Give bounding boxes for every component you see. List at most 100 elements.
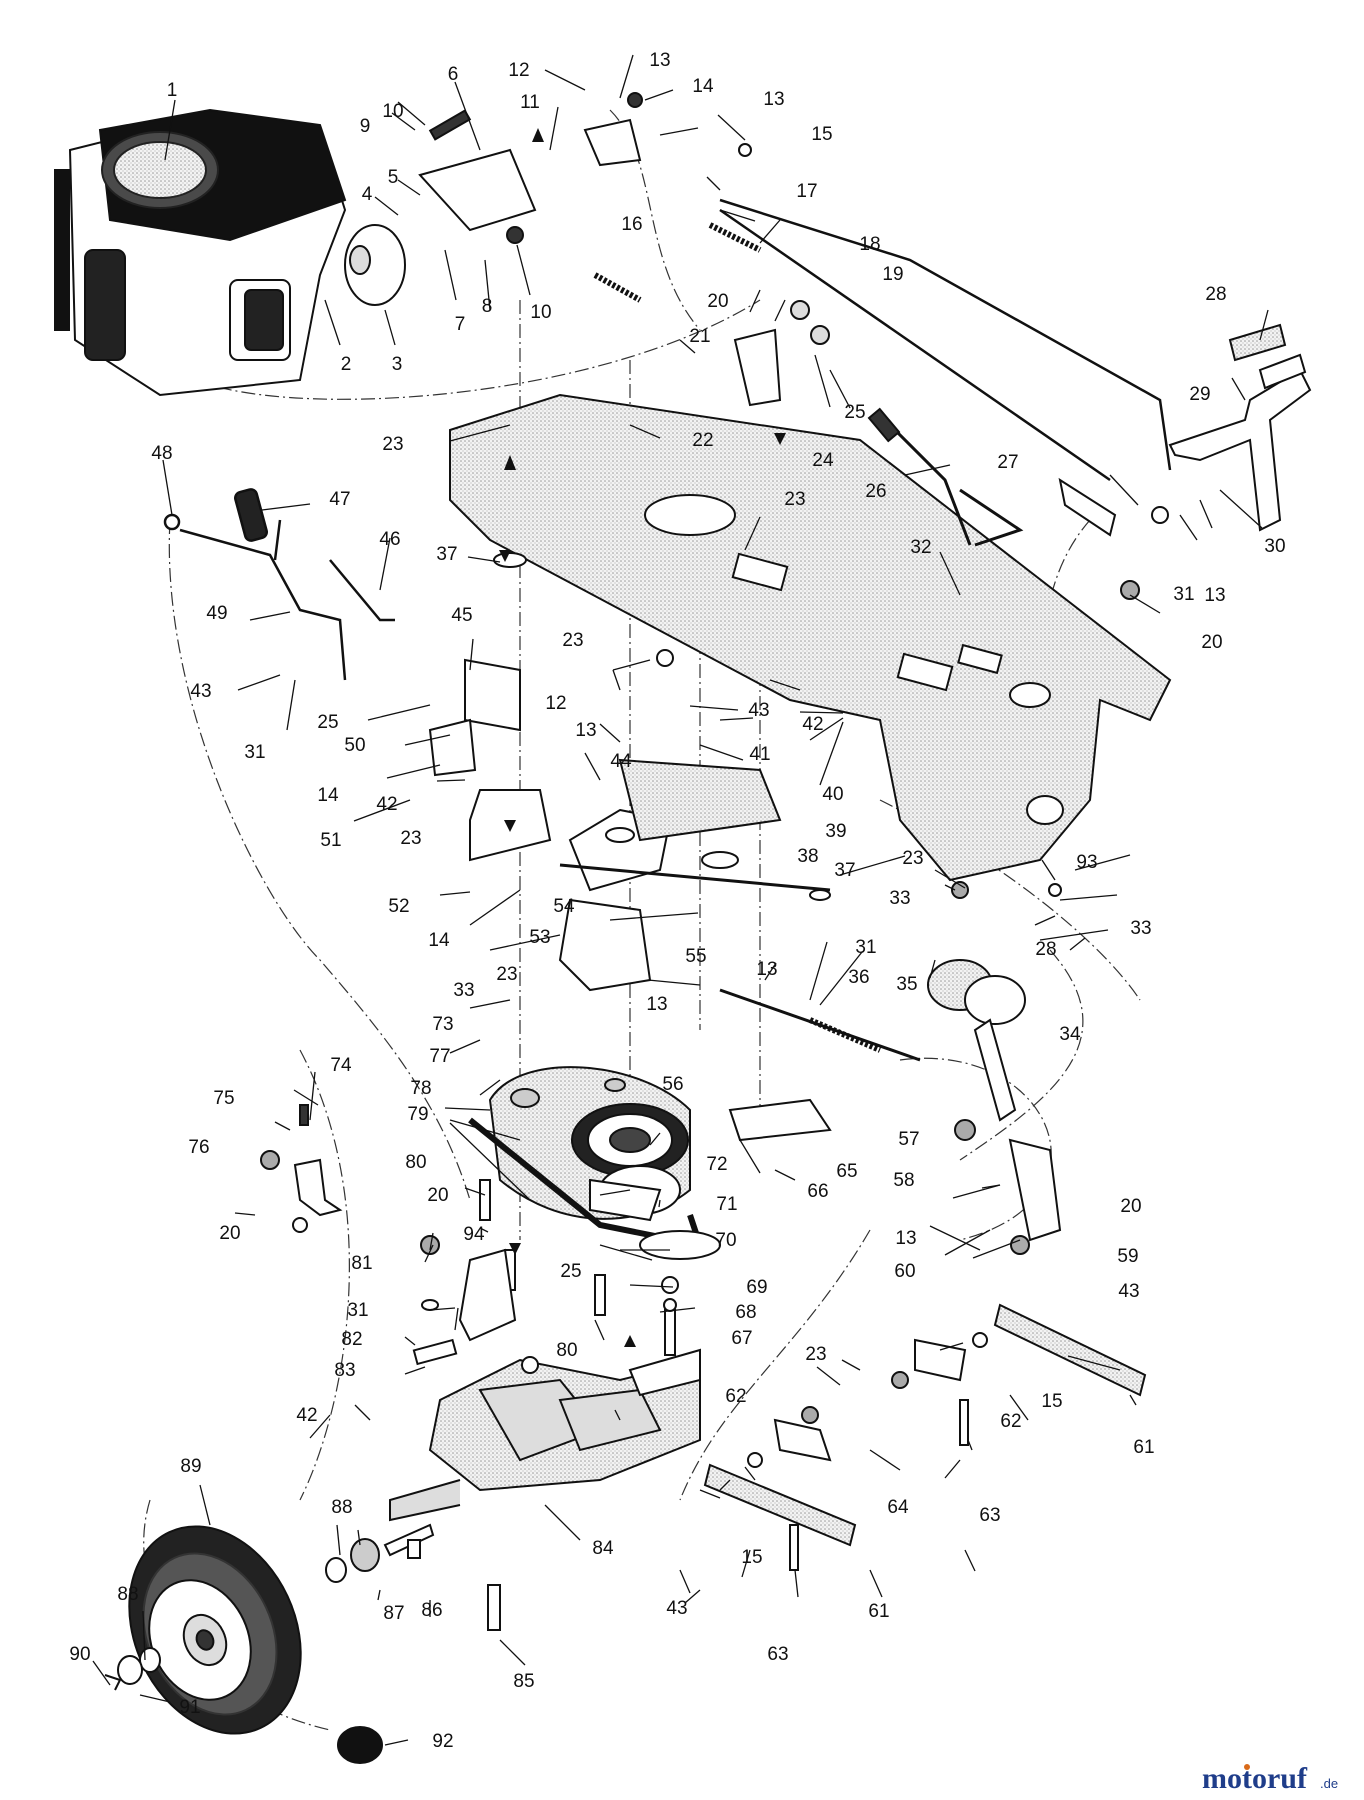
callout-70: 70 — [715, 1230, 736, 1251]
callout-6: 6 — [448, 64, 459, 85]
direction-arrows — [499, 128, 786, 1347]
callout-89: 89 — [180, 1456, 201, 1477]
callout-61-lower: 61 — [868, 1601, 889, 1622]
callout-31-mid: 31 — [855, 937, 876, 958]
callout-35: 35 — [896, 974, 917, 995]
leader-lines — [92, 54, 1269, 1746]
callout-12-mid: 12 — [545, 693, 566, 714]
callout-29: 29 — [1189, 384, 1210, 405]
callout-17: 17 — [796, 181, 817, 202]
axle-hardware — [325, 1523, 501, 1631]
callout-78: 78 — [410, 1078, 431, 1099]
callout-27: 27 — [997, 452, 1018, 473]
callout-12: 12 — [508, 60, 529, 81]
callout-80-top: 80 — [405, 1152, 426, 1173]
callout-8: 8 — [482, 296, 493, 317]
callout-41: 41 — [749, 744, 770, 765]
shift-lever-49 — [163, 488, 395, 681]
transaxle-84 — [389, 1348, 701, 1522]
callout-26: 26 — [865, 481, 886, 502]
callout-86: 86 — [421, 1600, 442, 1621]
callout-48: 48 — [151, 443, 172, 464]
callout-42-right: 42 — [802, 714, 823, 735]
callout-14-left: 14 — [317, 785, 339, 806]
callout-47: 47 — [329, 489, 350, 510]
brake-pedal-30 — [867, 323, 1312, 600]
main-frame — [449, 393, 1172, 882]
callout-91: 91 — [179, 1697, 200, 1718]
callout-37-top: 37 — [436, 544, 457, 565]
watermark-tld: .de — [1320, 1776, 1338, 1791]
callout-94: 94 — [463, 1224, 485, 1245]
callout-80: 80 — [556, 1340, 577, 1361]
callout-44: 44 — [610, 751, 632, 772]
left-hardware — [260, 1104, 679, 1366]
callout-2: 2 — [341, 354, 352, 375]
callout-43-lower: 43 — [666, 1598, 687, 1619]
callout-69: 69 — [746, 1277, 767, 1298]
callout-23-axle: 23 — [805, 1344, 826, 1365]
callout-32: 32 — [910, 537, 931, 558]
callout-10: 10 — [530, 302, 551, 323]
callout-65: 65 — [836, 1161, 857, 1182]
rear-wheel-89 — [104, 1525, 383, 1764]
watermark-dot — [1244, 1764, 1250, 1770]
callout-15: 15 — [811, 124, 832, 145]
callout-13-top: 13 — [649, 50, 670, 71]
callout-14-mid: 14 — [428, 930, 450, 951]
callout-33-left: 33 — [453, 980, 474, 1001]
callout-10-top: 10 — [382, 101, 403, 122]
callout-20-top: 20 — [707, 291, 728, 312]
callout-20-right: 20 — [1201, 632, 1222, 653]
callout-54: 54 — [553, 896, 575, 917]
callout-11: 11 — [520, 92, 540, 113]
callout-31-right: 31 — [1173, 584, 1194, 605]
callout-34: 34 — [1059, 1024, 1081, 1045]
callout-58: 58 — [893, 1170, 914, 1191]
callout-24: 24 — [812, 450, 834, 471]
callout-4: 4 — [362, 184, 373, 205]
bracket-24 — [733, 300, 830, 407]
callout-68: 68 — [735, 1302, 756, 1323]
linkage-bars-61 — [703, 1303, 1147, 1571]
watermark-name: motoruf — [1202, 1762, 1308, 1795]
callout-33-far: 33 — [1130, 918, 1151, 939]
callout-23-right: 23 — [902, 848, 923, 869]
callout-43-left: 43 — [190, 681, 211, 702]
callout-64: 64 — [887, 1497, 909, 1518]
callout-81: 81 — [351, 1253, 372, 1274]
callout-77: 77 — [429, 1046, 450, 1067]
callout-73: 73 — [432, 1014, 453, 1035]
callout-51: 51 — [320, 830, 341, 851]
callout-22: 22 — [692, 430, 713, 451]
callout-50: 50 — [344, 735, 365, 756]
callout-42-lower: 42 — [296, 1405, 317, 1426]
callout-76: 76 — [188, 1137, 209, 1158]
engine-assembly — [54, 108, 347, 397]
callout-21: 21 — [689, 326, 710, 347]
callout-39: 39 — [825, 821, 846, 842]
callout-23-bracket: 23 — [400, 828, 421, 849]
callout-18: 18 — [859, 234, 880, 255]
callout-13: 13 — [763, 89, 784, 110]
callout-42-left: 42 — [376, 794, 397, 815]
callout-13-pulley: 13 — [646, 994, 667, 1015]
callout-38: 38 — [797, 846, 818, 867]
callout-13-right: 13 — [1204, 585, 1225, 606]
callout-43-mid: 43 — [748, 700, 769, 721]
callout-88-left: 88 — [117, 1584, 138, 1605]
callout-33-right: 33 — [889, 888, 910, 909]
callout-15-lower: 15 — [741, 1547, 762, 1568]
callout-72: 72 — [706, 1154, 727, 1175]
callout-40: 40 — [822, 784, 843, 805]
callout-5: 5 — [388, 167, 399, 188]
callout-88-top: 88 — [331, 1497, 352, 1518]
callout-83: 83 — [334, 1360, 355, 1381]
callout-43-right: 43 — [1118, 1281, 1139, 1302]
callout-16: 16 — [621, 214, 642, 235]
callout-74: 74 — [330, 1055, 352, 1076]
callout-60: 60 — [894, 1261, 915, 1282]
callout-25-top: 25 — [844, 402, 865, 423]
callout-71: 71 — [716, 1194, 737, 1215]
